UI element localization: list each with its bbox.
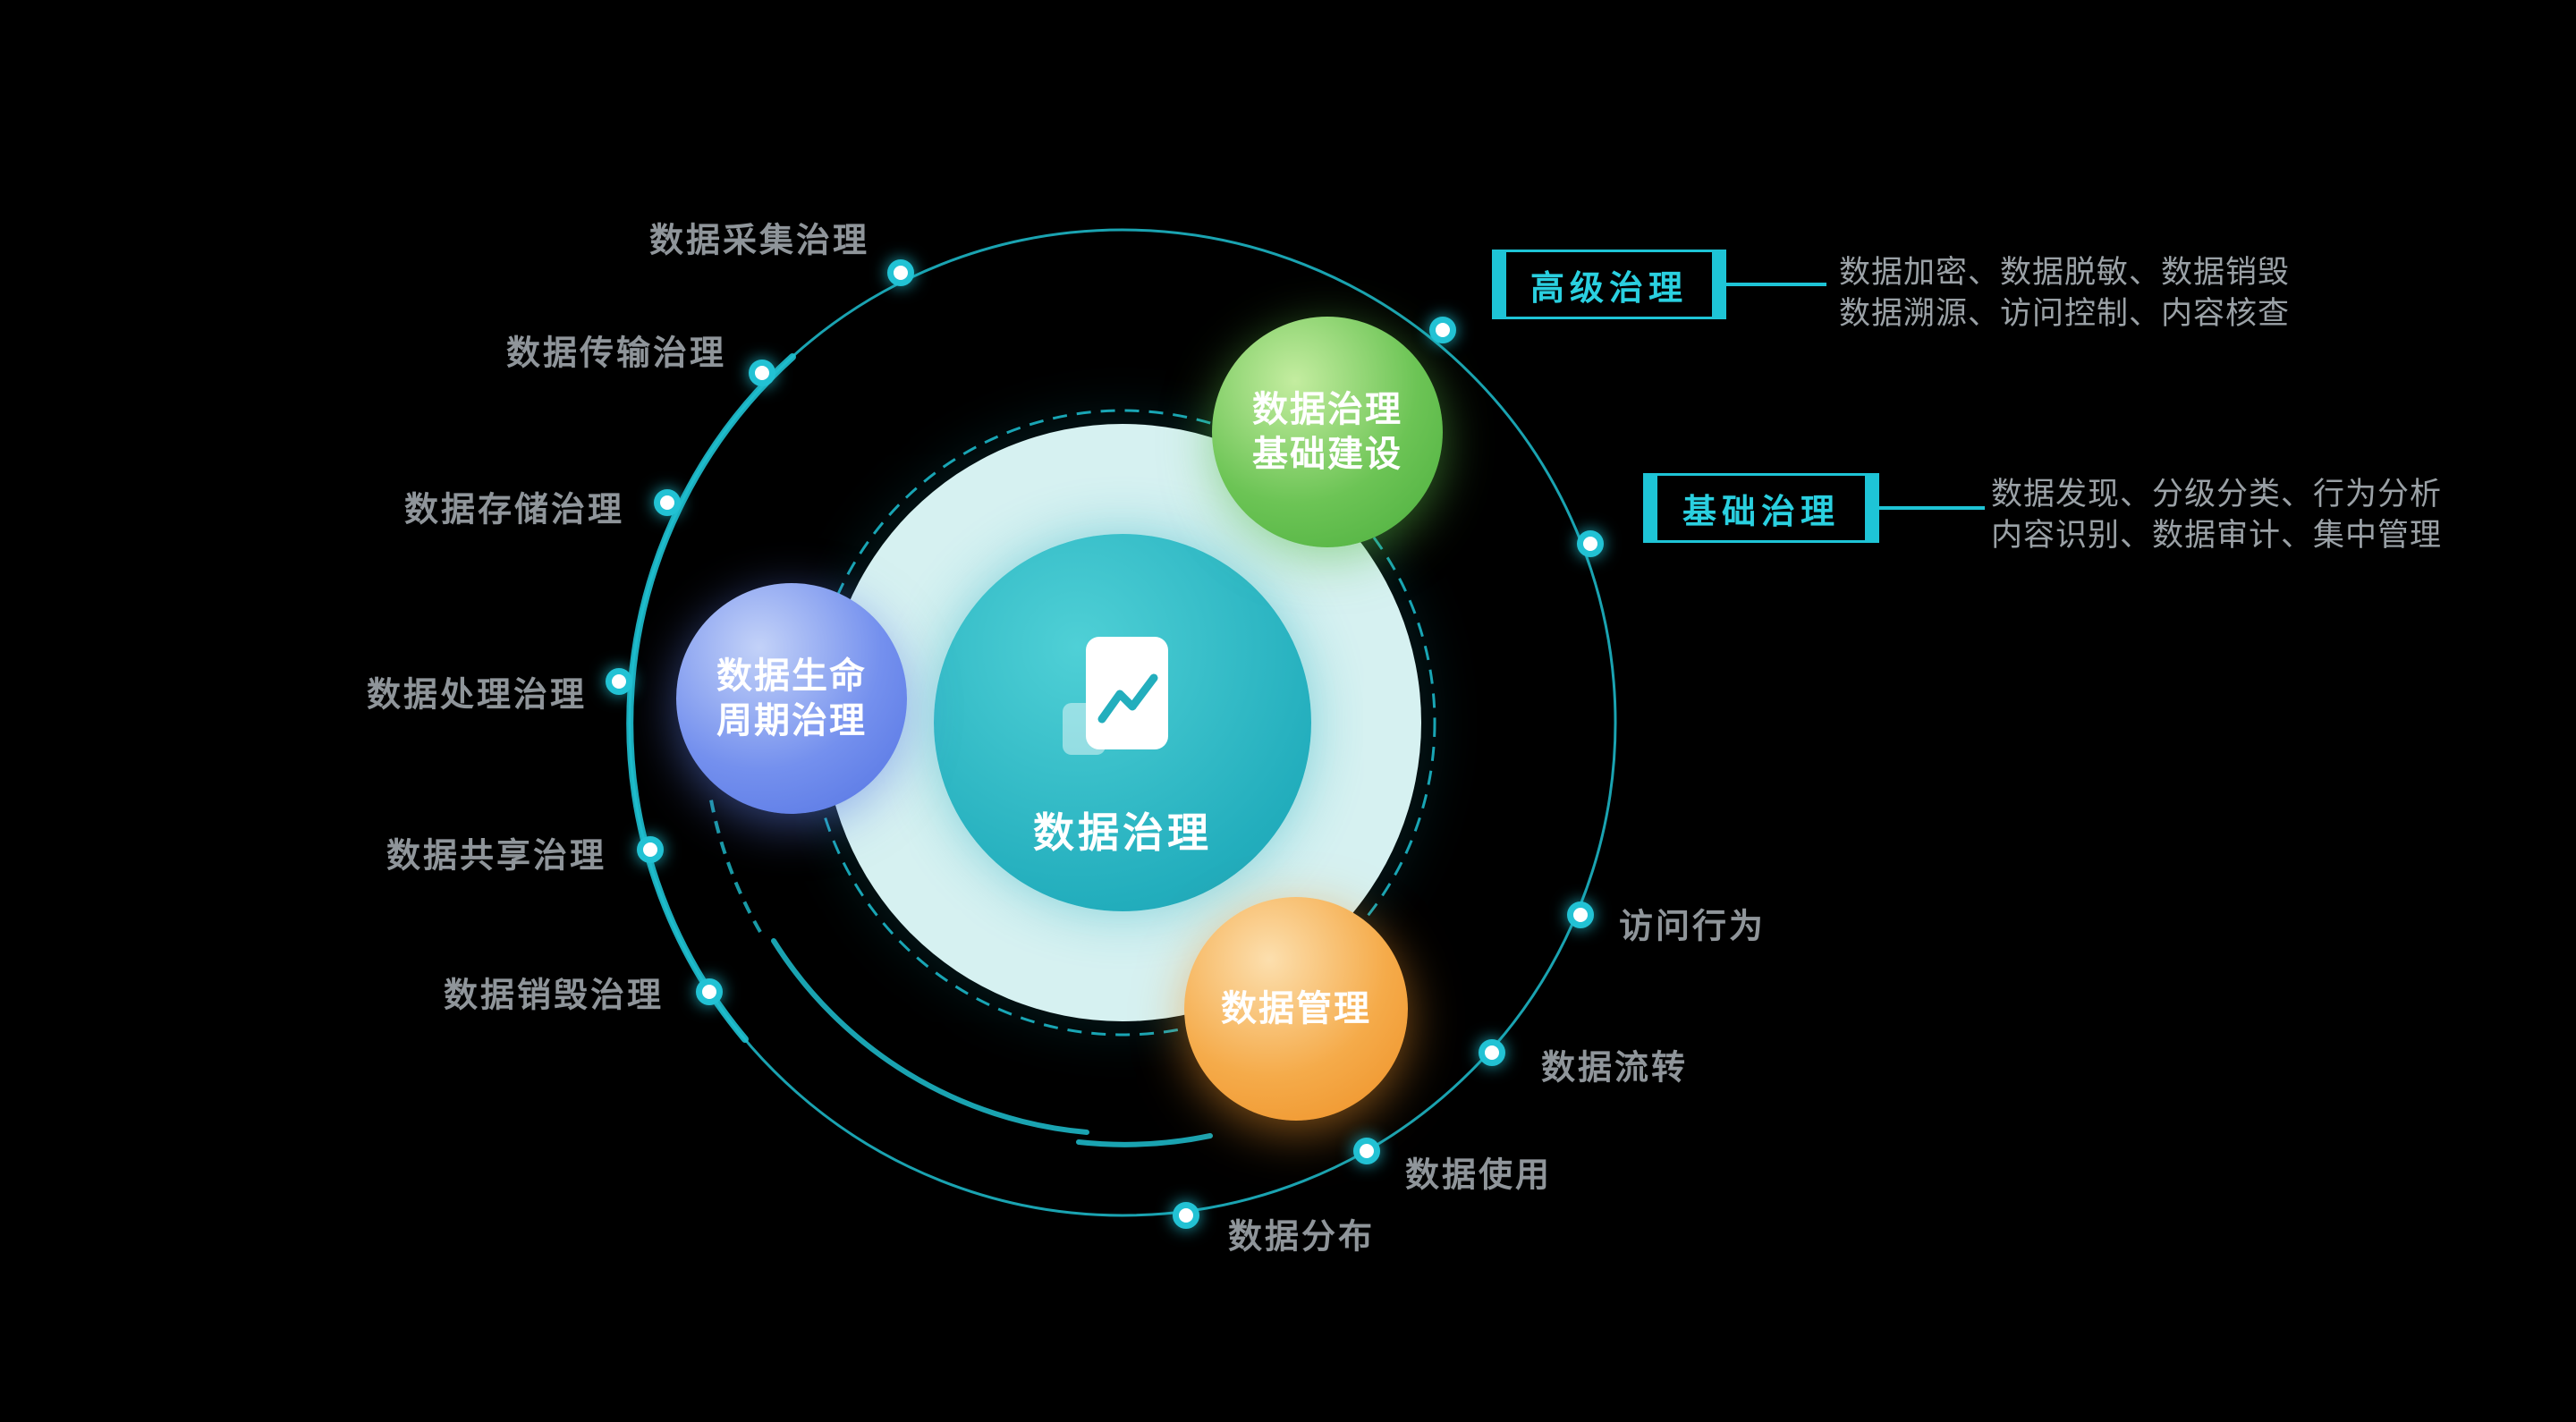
orbit-dot <box>887 259 914 286</box>
bubble-foundation-line2: 基础建设 <box>1252 435 1402 474</box>
callout-desc-basic: 数据发现、分级分类、行为分析 内容识别、数据审计、集中管理 <box>1991 474 2442 556</box>
orbit-dot <box>1429 317 1456 343</box>
chart-document-icon <box>1063 637 1168 755</box>
orbit-dot <box>1567 901 1594 928</box>
orbit-label-transmission: 数据传输治理 <box>505 334 727 373</box>
icon-trend-line <box>1097 673 1158 724</box>
orbit-label-access-behavior: 访问行为 <box>1618 908 1767 946</box>
orbit-dot <box>654 489 681 516</box>
bubble-foundation-line1: 数据治理 <box>1252 390 1402 429</box>
callout-connector-basic <box>1879 506 1985 510</box>
bubble-foundation: 数据治理 基础建设 <box>1212 317 1443 547</box>
orbit-label-collection: 数据采集治理 <box>648 222 870 260</box>
bubble-management: 数据管理 <box>1184 897 1408 1121</box>
orbit-dot <box>1173 1202 1199 1229</box>
callout-desc-advanced-line2: 数据溯源、访问控制、内容核查 <box>1839 296 2291 332</box>
orbit-dot <box>1479 1039 1505 1066</box>
orbit-label-sharing: 数据共享治理 <box>386 837 607 876</box>
orbit-thick-arc <box>626 353 796 1043</box>
orbit-label-destruction: 数据销毁治理 <box>443 977 665 1015</box>
callout-box-basic: 基础治理 <box>1643 473 1879 543</box>
orbit-dot <box>749 360 775 386</box>
callout-box-advanced-title: 高级治理 <box>1530 269 1688 308</box>
callout-connector-advanced <box>1726 283 1826 286</box>
callout-desc-basic-line2: 内容识别、数据审计、集中管理 <box>1991 518 2443 554</box>
callout-desc-basic-line1: 数据发现、分级分类、行为分析 <box>1991 477 2443 512</box>
orbit-label-processing: 数据处理治理 <box>366 676 588 715</box>
orbit-dot <box>1353 1138 1380 1164</box>
orbit-dot <box>606 668 632 695</box>
bubble-management-line1: 数据管理 <box>1221 989 1371 1028</box>
orbit-label-data-usage: 数据使用 <box>1404 1156 1553 1195</box>
orbit-dot <box>637 836 664 863</box>
center-title: 数据治理 <box>1033 809 1212 856</box>
callout-desc-advanced-line1: 数据加密、数据脱敏、数据销毁 <box>1839 255 2291 290</box>
bubble-lifecycle: 数据生命 周期治理 <box>676 583 907 814</box>
bubble-lifecycle-line1: 数据生命 <box>716 656 867 696</box>
orbit-label-data-flow: 数据流转 <box>1540 1049 1689 1088</box>
bubble-lifecycle-line2: 周期治理 <box>716 701 867 741</box>
orbit-dot <box>1577 530 1604 557</box>
callout-desc-advanced: 数据加密、数据脱敏、数据销毁 数据溯源、访问控制、内容核查 <box>1839 252 2290 334</box>
orbit-label-storage: 数据存储治理 <box>403 491 625 529</box>
decorative-arc-2 <box>1076 1133 1213 1147</box>
orbit-label-data-distribution: 数据分布 <box>1227 1218 1376 1257</box>
decorative-arc-1 <box>771 938 1089 1135</box>
icon-document <box>1086 637 1168 749</box>
decorative-dashed-arc <box>708 794 762 934</box>
orbit-dot <box>696 978 723 1005</box>
callout-box-basic-title: 基础治理 <box>1682 493 1840 531</box>
callout-box-advanced: 高级治理 <box>1492 250 1726 319</box>
